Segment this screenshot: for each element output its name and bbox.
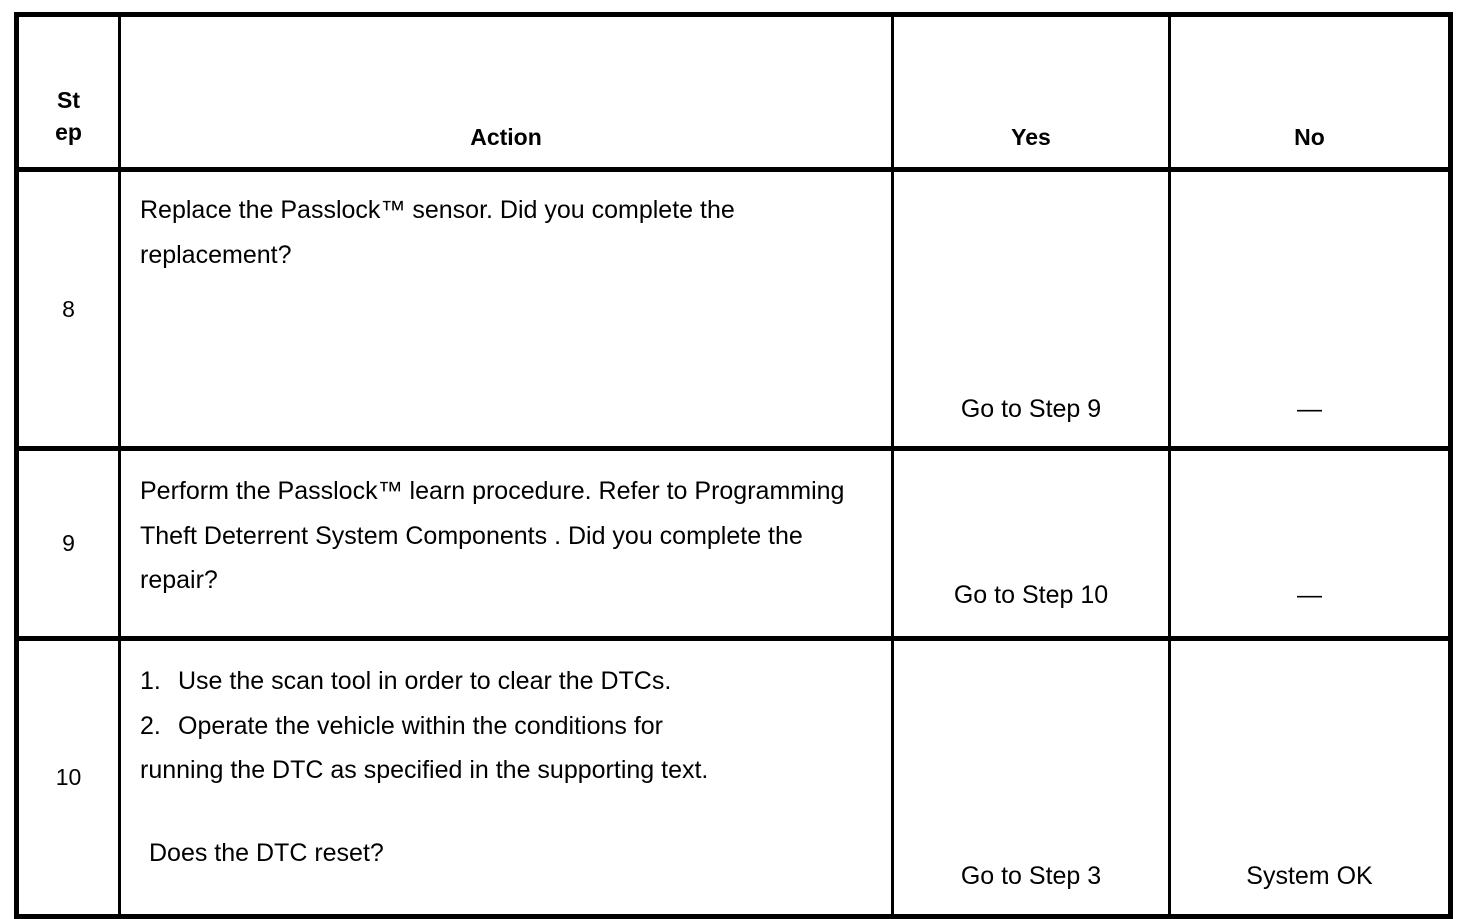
column-header-step: St ep — [15, 13, 121, 172]
step-no-result: — — [1168, 446, 1452, 641]
column-header-no: No — [1168, 13, 1452, 172]
list-item: 1. Use the scan tool in order to clear th… — [140, 659, 879, 704]
column-header-yes: Yes — [891, 13, 1171, 172]
list-item: 2. Operate the vehicle within the conditi… — [140, 704, 879, 749]
list-item-number: 1. — [140, 667, 161, 695]
list-item-text: Use the scan tool in order to clear the … — [178, 667, 672, 695]
diagnostic-table-sheet: St ep Action Yes No 8 Replace the Passlo… — [14, 12, 1453, 919]
step-number: 8 — [15, 167, 121, 451]
step-action-question: Does the DTC reset? — [149, 838, 384, 867]
column-header-step-line2: ep — [55, 119, 82, 146]
list-item-text: Operate the vehicle within the condition… — [178, 711, 663, 740]
table-row: 9 Perform the Passlock™ learn procedure.… — [15, 446, 1452, 641]
step-action: 1. Use the scan tool in order to clear th… — [118, 636, 894, 919]
step-yes-result: Go to Step 10 — [891, 446, 1171, 641]
step-action: Perform the Passlock™ learn procedure. R… — [118, 446, 894, 641]
step-action-continuation: running the DTC as specified in the supp… — [140, 756, 709, 784]
column-header-step-line1: St — [57, 86, 80, 113]
step-number: 10 — [15, 636, 121, 919]
step-action-list: 1. Use the scan tool in order to clear th… — [140, 659, 879, 748]
step-yes-result: Go to Step 3 — [891, 636, 1171, 919]
table-row: 8 Replace the Passlock™ sensor. Did you … — [15, 167, 1452, 451]
table-header-row: St ep Action Yes No — [15, 13, 1452, 172]
step-no-result: System OK — [1168, 636, 1452, 919]
diagnostic-step-table: St ep Action Yes No 8 Replace the Passlo… — [14, 12, 1453, 919]
list-item-number: 2. — [140, 711, 161, 740]
table-row: 10 1. Use the scan tool in order to clear… — [15, 636, 1452, 919]
step-action: Replace the Passlock™ sensor. Did you co… — [118, 167, 894, 451]
step-no-result: — — [1168, 167, 1452, 451]
step-yes-result: Go to Step 9 — [891, 167, 1171, 451]
column-header-action: Action — [118, 13, 894, 172]
step-number: 9 — [15, 446, 121, 641]
